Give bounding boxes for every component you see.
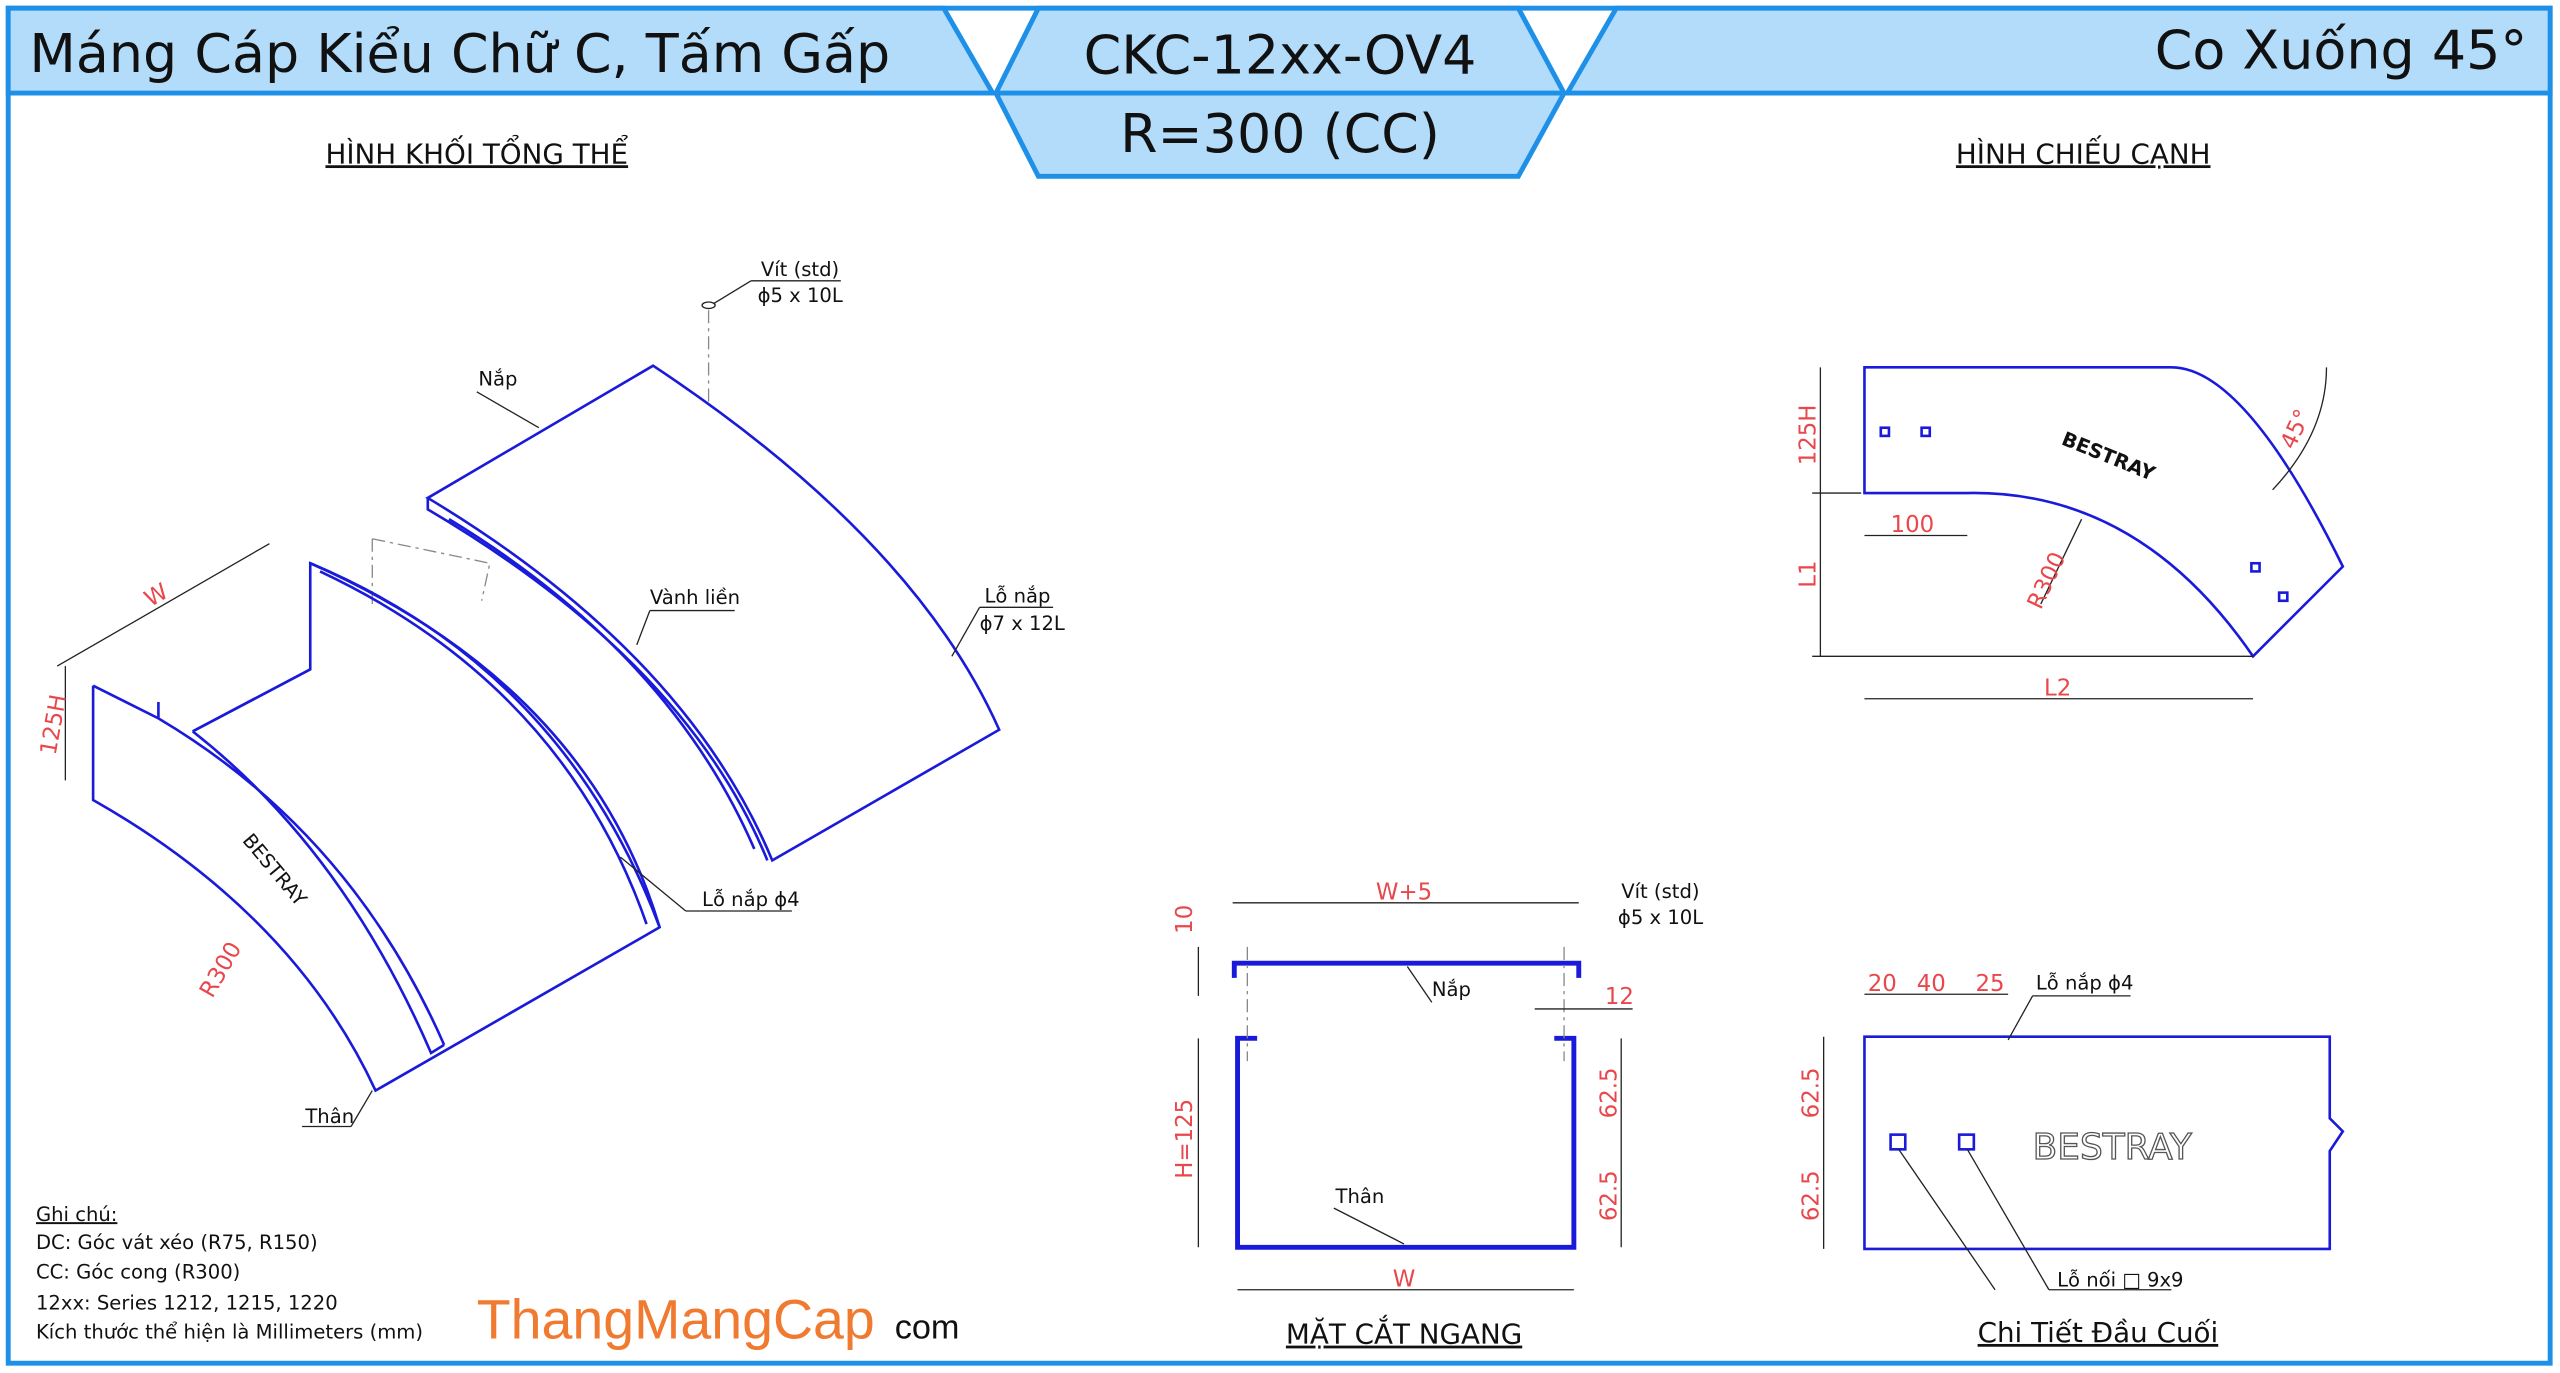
side-dim-l2: L2 [2044, 675, 2071, 701]
screw-icon [701, 301, 716, 310]
cover-outline [425, 364, 1001, 863]
section-dim-10: 10 [1172, 905, 1198, 934]
section-body-label: Thân [1335, 1185, 1385, 1208]
header-left-panel [5, 5, 997, 96]
section-view-title: MẶT CẮT NGANG [1286, 1314, 1522, 1351]
end-detail-title: Chi Tiết Đầu Cuối [1978, 1316, 2219, 1349]
section-cover [1231, 960, 1582, 978]
section-dim-w: W [1393, 1266, 1416, 1292]
section-view: W+5 10 12 H=125 62.5 62.5 W Vít (std) ϕ5… [1172, 880, 1703, 1351]
section-body [1235, 1035, 1577, 1250]
side-dim-100: 100 [1891, 512, 1935, 538]
section-screw-spec: ϕ5 x 10L [1618, 906, 1703, 929]
side-brand: BESTRAY [2059, 427, 2160, 485]
side-dim-r: R300 [2023, 548, 2072, 613]
note-line: 12xx: Series 1212, 1215, 1220 [36, 1291, 338, 1314]
end-hole-label: Lỗ nắp ϕ4 [2036, 971, 2134, 994]
section-cover-label: Nắp [1432, 978, 1471, 1001]
side-view-title: HÌNH CHIẾU CẠNH [1956, 133, 2211, 170]
end-brand: BESTRAY [2033, 1127, 2192, 1168]
end-dim-625a: 62.5 [1799, 1067, 1825, 1118]
iso-small-hole-label: Lỗ nắp ϕ4 [702, 888, 800, 911]
header-code: CKC-12xx-OV4 [1084, 23, 1477, 86]
side-view: HÌNH CHIẾU CẠNH BESTRAY 125H L1 100 L2 R… [1795, 133, 2345, 701]
side-dim-l1: L1 [1795, 560, 1821, 587]
iso-cover-hole-spec: ϕ7 x 12L [980, 612, 1065, 635]
iso-cover-label: Nắp [478, 367, 517, 390]
note-line: Kích thước thể hiện là Millimeters (mm) [36, 1321, 423, 1344]
header-right-panel [1563, 5, 2553, 96]
iso-cover-hole-label: Lỗ nắp [985, 584, 1051, 607]
iso-view-title: HÌNH KHỐI TỔNG THỂ [325, 133, 628, 170]
end-detail-outline [1863, 1035, 2345, 1251]
watermark-main: ThangMangCap [477, 1289, 875, 1351]
iso-view: HÌNH KHỐI TỔNG THỂ Vít (std) ϕ5 x 10L Nắ… [36, 133, 1065, 1128]
iso-brand: BESTRAY [238, 829, 311, 910]
side-dim-h: 125H [1795, 405, 1821, 466]
notes-heading: Ghi chú: [36, 1203, 117, 1226]
section-dim-625b: 62.5 [1596, 1170, 1622, 1221]
note-line: DC: Góc vát xéo (R75, R150) [36, 1231, 318, 1254]
end-joint-hole-label: Lỗ nối □ 9x9 [2057, 1268, 2183, 1291]
iso-screw-label: Vít (std) [761, 258, 839, 281]
iso-screw-spec: ϕ5 x 10L [758, 284, 843, 307]
iso-dim-r: R300 [195, 938, 247, 1003]
end-detail: BESTRAY 20 40 25 Lỗ nắp ϕ4 62.5 62.5 Lỗ … [1799, 971, 2345, 1349]
header-radius: R=300 (CC) [1120, 102, 1440, 165]
section-dim-12: 12 [1605, 984, 1634, 1010]
iso-body-label: Thân [304, 1105, 354, 1128]
side-dim-angle: 45° [2276, 405, 2317, 453]
header-left-title: Máng Cáp Kiểu Chữ C, Tấm Gấp [29, 22, 890, 85]
side-outline [1863, 366, 2345, 659]
note-line: CC: Góc cong (R300) [36, 1260, 240, 1283]
end-dim-25: 25 [1975, 971, 2004, 997]
section-dim-h: H=125 [1172, 1099, 1198, 1179]
notes: Ghi chú: DC: Góc vát xéo (R75, R150) CC:… [36, 1203, 423, 1344]
end-dim-40: 40 [1917, 971, 1946, 997]
iso-dim-h: 125H [36, 693, 72, 757]
end-dim-625b: 62.5 [1799, 1170, 1825, 1221]
watermark-suffix: com [895, 1309, 960, 1347]
body-outline [91, 561, 662, 1093]
iso-rim-label: Vành liền [650, 586, 740, 609]
end-dim-20: 20 [1868, 971, 1897, 997]
section-screw-label: Vít (std) [1621, 880, 1699, 903]
title-block: Máng Cáp Kiểu Chữ C, Tấm Gấp CKC-12xx-OV… [5, 5, 2553, 179]
header-right-title: Co Xuống 45° [2155, 19, 2528, 82]
section-dim-w5: W+5 [1376, 880, 1432, 906]
section-dim-625a: 62.5 [1596, 1067, 1622, 1118]
watermark: ThangMangCap com [477, 1289, 960, 1351]
iso-dim-w: W [140, 579, 173, 613]
